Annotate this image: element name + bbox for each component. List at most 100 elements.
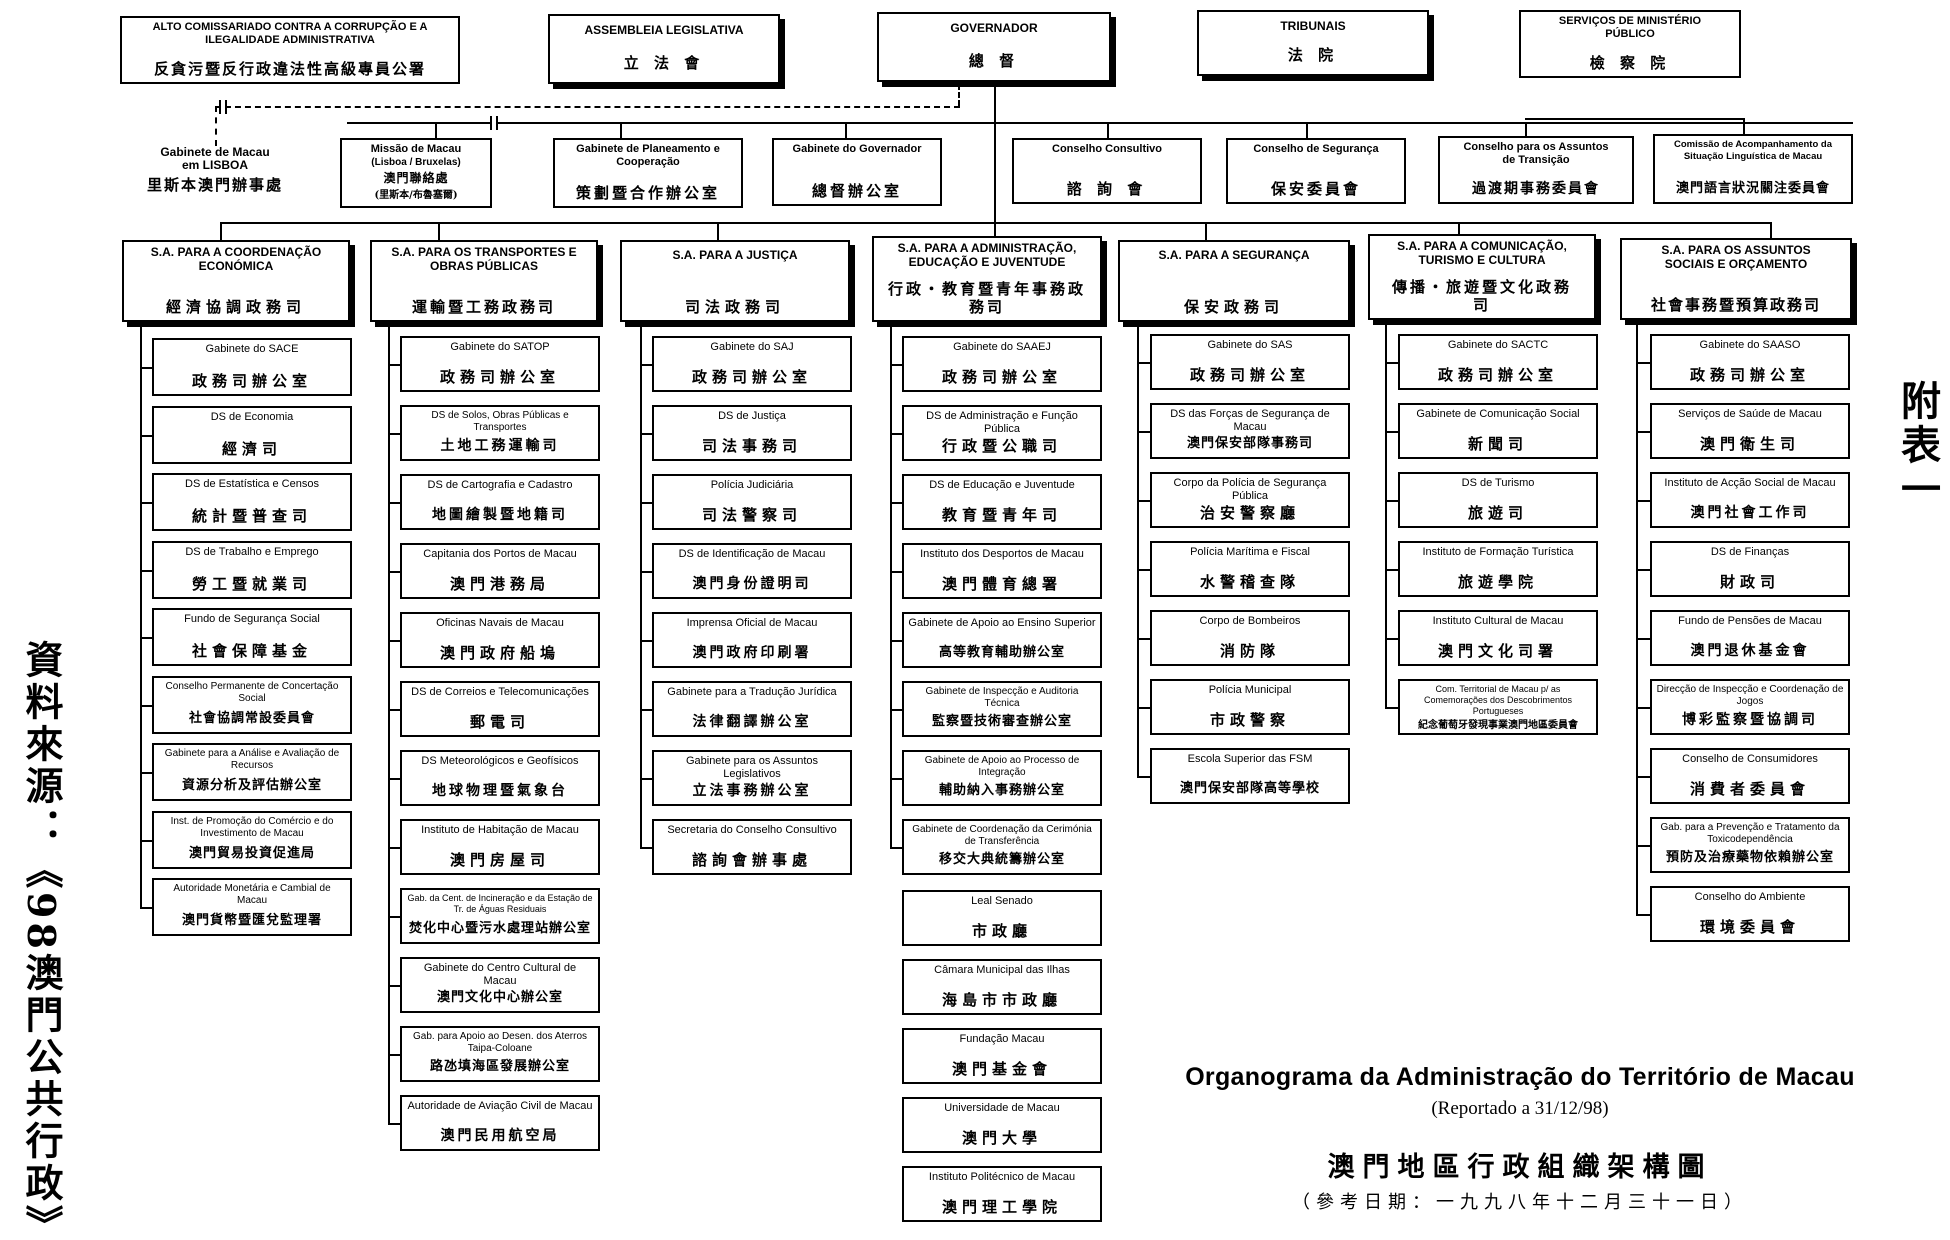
box-conselho-transicao: Conselho para os Assuntos de Transição 過… (1438, 136, 1634, 204)
unit-name-zh: 澳門理工學院 (941, 1198, 1062, 1216)
unit-name-zh: 澳門基金會 (951, 1060, 1052, 1078)
unit-name-zh: 澳門房屋司 (449, 851, 550, 869)
unit-name-zh: 旅遊學院 (1457, 573, 1538, 591)
connector (1636, 638, 1650, 640)
org-unit-box: Com. Territorial de Macau p/ as Comemora… (1398, 679, 1598, 735)
unit-name-pt: Gabinete de Apoio ao Processo de Integra… (924, 755, 1080, 778)
org-unit-box: Gab. para a Prevenção e Tratamento da To… (1650, 817, 1850, 873)
unit-name-zh: 政務司辦公室 (191, 372, 312, 390)
unit-name-pt: DS de Justiça (718, 410, 786, 422)
org-unit-box: Direcção de Inspecção e Coordenação de J… (1650, 679, 1850, 735)
unit-name-pt: Gabinete do SACE (205, 343, 299, 355)
unit-name-zh: 政務司辦公室 (1437, 366, 1558, 384)
unit-name-zh: 政務司辦公室 (1689, 366, 1810, 384)
unit-name-zh: 郵電司 (469, 713, 530, 731)
unit-name-zh: 澳門民用航空局 (440, 1128, 560, 1144)
unit-name-pt: DS de Identificação de Macau (678, 548, 826, 560)
connector (994, 84, 996, 264)
connector (620, 122, 622, 138)
connector (1525, 122, 1527, 138)
unit-name-zh: 博彩監察暨協調司 (1682, 712, 1818, 728)
connector (388, 502, 400, 504)
connector (1385, 638, 1398, 640)
unit-name-pt: Autoridade de Aviação Civil de Macau (407, 1100, 593, 1112)
unit-name-zh: 監察暨技術審查辦公室 (931, 714, 1072, 729)
break-marker-icon (219, 100, 227, 114)
unit-name-zh: 澳門文化司署 (1437, 642, 1558, 660)
secretariat-assuntos-sociais: S.A. PARA OS ASSUNTOS SOCIAIS E ORÇAMENT… (1620, 238, 1852, 320)
connector (890, 502, 902, 504)
chart-subtitle-zh: （參考日期：一九九八年十二月三十一日） (1292, 1192, 1748, 1213)
unit-name-pt: Gabinete do SAASO (1699, 339, 1801, 351)
unit-name-zh: 澳門體育總署 (941, 575, 1062, 593)
unit-name-pt: Gabinete do SACTC (1447, 339, 1549, 351)
connector (717, 222, 719, 240)
unit-name-zh: 澳門貿易投資促進局 (188, 846, 315, 861)
connector (140, 637, 152, 639)
connector (1137, 638, 1150, 640)
connector (1636, 776, 1650, 778)
unit-name-zh: 澳門大學 (961, 1129, 1042, 1147)
connector (140, 840, 152, 842)
org-unit-box: Gab. para Apoio ao Desen. dos Aterros Ta… (400, 1026, 600, 1082)
connector (640, 502, 652, 504)
connector (1636, 431, 1650, 433)
connector (220, 222, 1770, 224)
unit-name-pt: Fundo de Pensões de Macau (1678, 615, 1822, 627)
unit-name-zh: 旅遊司 (1467, 504, 1528, 522)
org-unit-box: Gabinete de Apoio ao Processo de Integra… (902, 750, 1102, 806)
org-unit-box: DS de Identificação de Macau 澳門身份證明司 (652, 543, 852, 599)
org-unit-box: Serviços de Saúde de Macau 澳門衛生司 (1650, 403, 1850, 459)
connector (1205, 222, 1207, 240)
box-gabinete-planeamento: Gabinete de Planeamento e Cooperação 策劃暨… (553, 138, 743, 208)
dashed-connector (215, 106, 960, 108)
unit-name-zh: 澳門身份證明司 (692, 576, 812, 592)
org-unit-box: Gabinete de Coordenação da Cerimónia de … (902, 819, 1102, 875)
unit-name-zh: 環境委員會 (1699, 918, 1800, 936)
unit-name-pt: Gabinete para a Análise e Avaliação de R… (164, 748, 340, 771)
unit-name-zh: 治安警察廳 (1199, 504, 1300, 522)
connector (1385, 362, 1398, 364)
connector (1636, 845, 1650, 847)
unit-name-pt: Serviços de Saúde de Macau (1678, 408, 1822, 420)
secretariat-justica: S.A. PARA A JUSTIÇA 司法政務司 (620, 240, 850, 322)
unit-name-zh: 資源分析及評估辦公室 (181, 778, 322, 793)
connector (388, 433, 400, 435)
unit-name-pt: Polícia Marítima e Fiscal (1190, 546, 1310, 558)
connector (1636, 362, 1650, 364)
unit-name-pt: Universidade de Macau (944, 1102, 1060, 1114)
dashed-connector (958, 84, 960, 106)
unit-name-pt: DS de Trabalho e Emprego (185, 546, 319, 558)
connector (1306, 122, 1308, 138)
connector (388, 322, 390, 1123)
unit-name-pt: Instituto de Acção Social de Macau (1664, 477, 1836, 489)
box-comissao-linguistica: Comissão de Acompanhamento da Situação L… (1653, 134, 1853, 204)
unit-name-pt: Escola Superior das FSM (1187, 753, 1313, 765)
org-unit-box: Gabinete do SACTC 政務司辦公室 (1398, 334, 1598, 390)
connector (140, 772, 152, 774)
connector (1107, 122, 1109, 138)
unit-name-zh: 政務司辦公室 (439, 368, 560, 386)
connector (1385, 431, 1398, 433)
unit-name-pt: Autoridade Monetária e Cambial de Macau (173, 883, 331, 906)
connector (640, 640, 652, 642)
chart-title-pt: Organograma da Administração do Territór… (1185, 1063, 1855, 1091)
unit-name-zh: 澳門衛生司 (1699, 435, 1800, 453)
unit-name-pt: Gabinete de Apoio ao Ensino Superior (908, 617, 1096, 629)
unit-name-pt: DS de Cartografia e Cadastro (427, 479, 573, 491)
unit-name-pt: Instituto Cultural de Macau (1432, 615, 1564, 627)
